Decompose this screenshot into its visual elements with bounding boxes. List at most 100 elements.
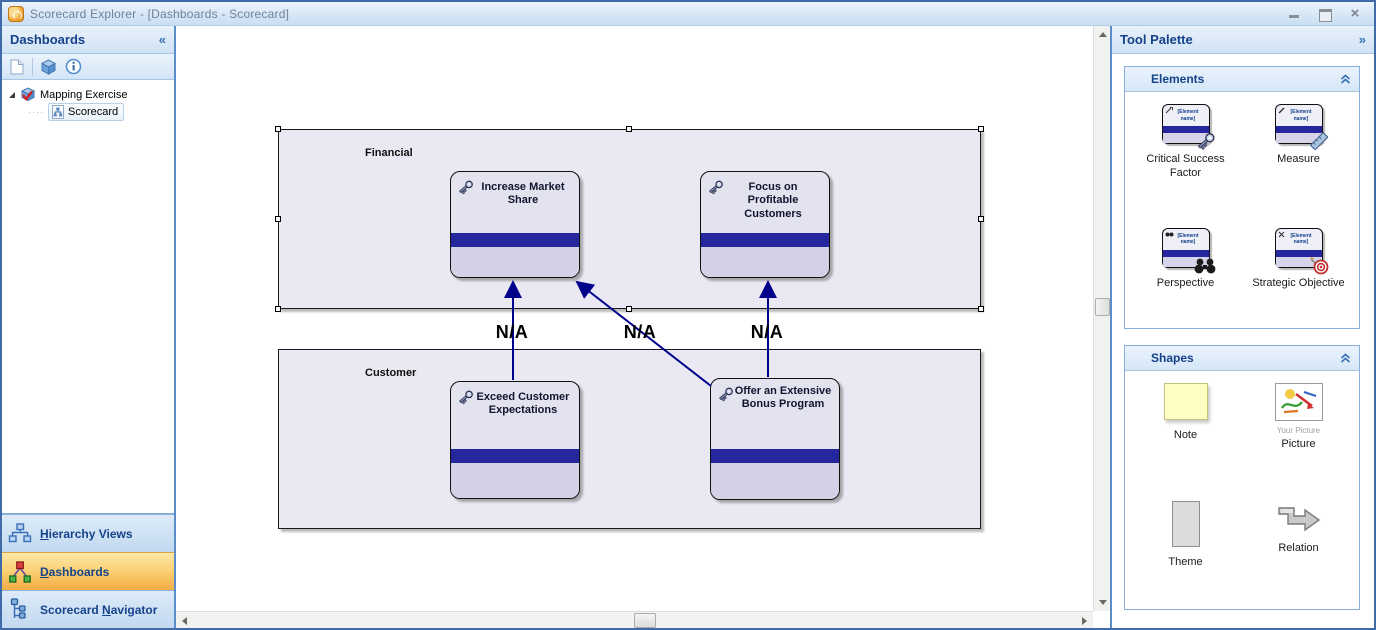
palette-item-theme[interactable]: Theme (1129, 501, 1242, 599)
vertical-scroll-thumb[interactable] (1095, 298, 1110, 316)
nav-label: Scorecard Navigator (40, 602, 158, 617)
dashboards-panel: Dashboards « (2, 26, 174, 628)
cube-icon (40, 58, 56, 75)
cube-button[interactable] (38, 57, 58, 77)
objective-footer (451, 246, 579, 277)
maximize-button[interactable] (1318, 8, 1332, 22)
horizontal-scrollbar[interactable] (176, 611, 1093, 628)
horizontal-scroll-thumb[interactable] (634, 613, 656, 628)
resize-handle-w[interactable] (275, 216, 281, 222)
diagram-canvas[interactable]: Financial Increase Market Share (174, 26, 1112, 628)
resize-handle-e[interactable] (978, 216, 984, 222)
left-navigation: Hierarchy Views Dashboards (2, 514, 174, 628)
objective-status-bar (451, 449, 579, 464)
sidebar-item-dashboards[interactable]: Dashboards (2, 552, 174, 590)
key-icon (459, 180, 473, 195)
palette-item-label: Note (1173, 429, 1198, 441)
group-shapes-header[interactable]: Shapes (1125, 346, 1359, 371)
group-elements: Elements [Element name] (1124, 66, 1360, 329)
tree-item-selection[interactable]: Scorecard (48, 102, 125, 121)
perspective-label: Customer (365, 367, 417, 379)
objective-increase-market-share[interactable]: Increase Market Share (450, 171, 580, 278)
key-icon (1197, 133, 1214, 150)
collapse-panel-icon[interactable]: « (158, 32, 166, 47)
resize-handle-sw[interactable] (275, 306, 281, 312)
sidebar-item-hierarchy-views[interactable]: Hierarchy Views (2, 514, 174, 552)
tree-connector: ···· (28, 106, 44, 117)
palette-item-label: Picture (1281, 438, 1316, 450)
dashboards-panel-title: Dashboards (10, 32, 86, 47)
objective-focus-on-profitable-customers[interactable]: Focus on Profitable Customers (700, 171, 830, 278)
binoculars-icon (1194, 258, 1215, 274)
resize-handle-s[interactable] (626, 306, 632, 312)
scorecard-diagram-icon (52, 104, 64, 119)
relation-label[interactable]: N/A (623, 322, 657, 342)
group-title: Elements (1151, 72, 1205, 86)
vertical-scrollbar[interactable] (1093, 26, 1110, 611)
hierarchy-icon (8, 522, 32, 545)
tree-item-label: Scorecard (68, 105, 119, 118)
info-button[interactable] (63, 57, 83, 77)
sidebar-item-scorecard-navigator[interactable]: Scorecard Navigator (2, 590, 174, 628)
palette-item-note[interactable]: Note (1129, 383, 1242, 481)
strategy-map[interactable]: Financial Increase Market Share (176, 26, 1093, 611)
perspective-financial[interactable]: Financial Increase Market Share (278, 129, 981, 309)
palette-item-critical-success-factor[interactable]: [Element name] (1129, 104, 1242, 208)
palette-item-perspective[interactable]: [Element name] Perspective (1129, 227, 1242, 318)
scroll-right-button[interactable] (1076, 612, 1093, 628)
theme-icon (1171, 501, 1200, 547)
cube-check-icon (20, 87, 36, 102)
resize-handle-se[interactable] (978, 306, 984, 312)
palette-item-relation[interactable]: Relation (1242, 501, 1355, 599)
palette-item-strategic-objective[interactable]: [Element name] Strategic Objective (1242, 227, 1355, 318)
strategic-objective-icon: [Element name] (1274, 227, 1328, 275)
ruler-icon (1309, 132, 1328, 150)
objective-label: Offer an Extensive Bonus Program (734, 385, 832, 411)
tree-item-scorecard[interactable]: ···· Scorecard (6, 102, 170, 121)
minimize-button[interactable] (1288, 8, 1302, 20)
tree-expander-icon[interactable] (9, 91, 15, 98)
relation-label[interactable]: N/A (750, 322, 784, 342)
objective-label: Exceed Customer Expectations (476, 391, 570, 417)
window-title: Scorecard Explorer - [Dashboards - Score… (30, 6, 290, 21)
palette-item-picture[interactable]: Your Picture Picture (1242, 383, 1355, 481)
palette-item-measure[interactable]: [Element name] Measure (1242, 104, 1355, 208)
info-icon (65, 58, 81, 75)
objective-exceed-customer-expectations[interactable]: Exceed Customer Expectations (450, 381, 580, 499)
tool-palette-header: Tool Palette » (1112, 26, 1374, 54)
tool-palette-panel: Tool Palette » Elements [Element (1112, 26, 1374, 628)
objective-offer-extensive-bonus-program[interactable]: Offer an Extensive Bonus Program (710, 378, 840, 500)
scroll-up-button[interactable] (1094, 26, 1111, 43)
expand-panel-icon[interactable]: » (1358, 32, 1366, 47)
title-bar: Scorecard Explorer - [Dashboards - Score… (2, 2, 1374, 26)
tree-item-mapping-exercise[interactable]: Mapping Exercise (6, 86, 170, 103)
tree-item-label: Mapping Exercise (40, 88, 128, 101)
new-document-button[interactable] (7, 57, 27, 77)
objective-status-bar (711, 448, 839, 463)
palette-item-label: Relation (1278, 542, 1319, 554)
objective-footer (451, 463, 579, 498)
scroll-left-button[interactable] (176, 612, 193, 628)
relation-icon (1277, 507, 1320, 532)
collapse-group-icon[interactable] (1340, 73, 1351, 85)
picture-icon (1274, 383, 1323, 421)
note-icon (1163, 383, 1208, 420)
critical-success-factor-icon: [Element name] (1161, 104, 1214, 150)
new-document-icon (10, 59, 24, 74)
palette-item-label: Perspective (1156, 276, 1215, 289)
resize-handle-n[interactable] (626, 126, 632, 132)
palette-item-label: Critical Success Factor (1146, 153, 1225, 179)
resize-handle-ne[interactable] (978, 126, 984, 132)
key-icon (459, 390, 473, 405)
objective-status-bar (451, 232, 579, 247)
scroll-down-button[interactable] (1094, 594, 1111, 611)
group-elements-header[interactable]: Elements (1125, 67, 1359, 92)
resize-handle-nw[interactable] (275, 126, 281, 132)
objective-label: Focus on Profitable Customers (744, 181, 802, 220)
objective-status-bar (701, 232, 829, 247)
perspective-customer[interactable]: Customer Exceed Customer Expectations (278, 349, 981, 529)
close-button[interactable]: × (1350, 4, 1360, 22)
relation-label[interactable]: N/A (495, 322, 529, 342)
collapse-group-icon[interactable] (1340, 352, 1351, 364)
